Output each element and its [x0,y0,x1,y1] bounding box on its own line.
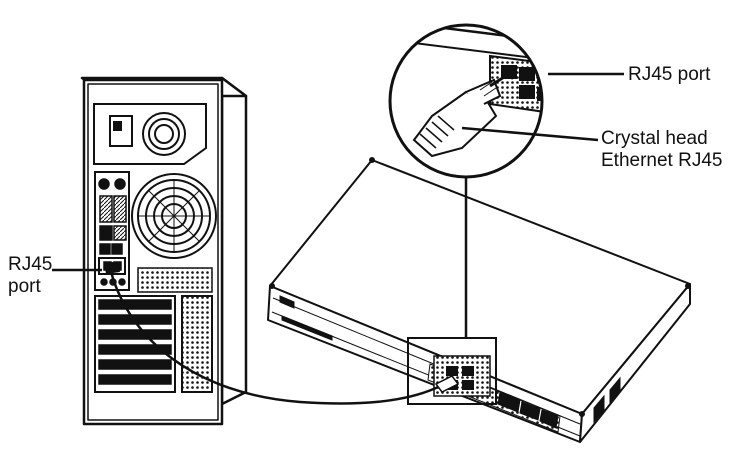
pc-vent-grid [138,268,212,292]
pc-fan [132,174,216,258]
label-crystal-head: Crystal head Ethernet RJ45 [601,128,722,172]
zoom-detail-circle [380,20,600,177]
label-pc-rj45-port: RJ45 port [8,254,52,298]
label-pc-port-line2: port [8,276,52,298]
label-switch-rj45-port: RJ45 port [628,64,710,86]
label-crystal-head-line1: Crystal head [601,128,722,150]
label-pc-port-line1: RJ45 [8,254,52,276]
pc-plug [104,262,120,274]
label-crystal-head-line2: Ethernet RJ45 [601,150,722,172]
